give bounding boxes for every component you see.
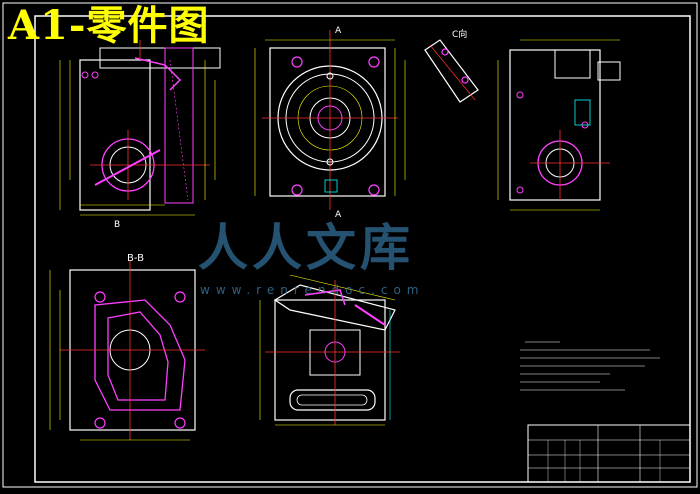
watermark-url: www.renrendoc.com — [200, 283, 425, 297]
detail-c-view — [424, 39, 479, 103]
front-view-left — [59, 40, 221, 216]
detail-c-label: C向 — [452, 30, 468, 40]
section-bb-view — [49, 260, 205, 441]
section-aa-view — [259, 274, 400, 426]
side-view-right — [497, 39, 621, 211]
section-a-marker-bottom: A — [335, 210, 342, 220]
drawing-title: A1-零件图 — [8, 2, 210, 49]
section-bb-label: B-B — [127, 253, 144, 264]
top-view-center — [254, 30, 406, 210]
watermark-text: 人人文库 — [198, 219, 414, 277]
title-block — [527, 424, 691, 483]
sheet-border — [2, 2, 698, 488]
technical-notes — [520, 341, 660, 391]
view-marker-b: B — [114, 220, 121, 230]
section-a-marker-top: A — [335, 26, 342, 36]
drawing-frame — [34, 15, 691, 483]
